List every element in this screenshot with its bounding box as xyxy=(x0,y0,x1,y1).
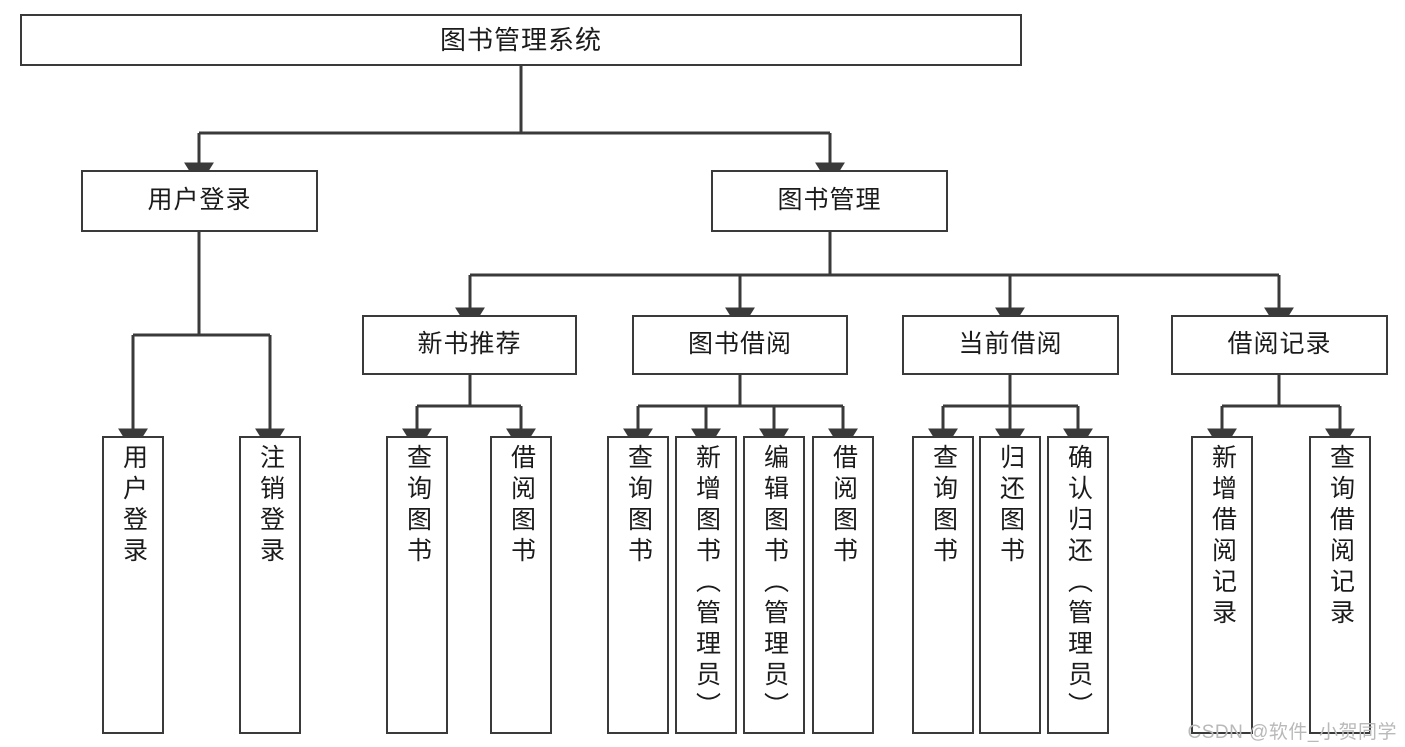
node-borrow-record-label: 借阅记录 xyxy=(1227,330,1332,359)
leaf-return-book-label: 归还图书 xyxy=(996,444,1025,568)
leaf-return-book[interactable]: 归还图书 xyxy=(979,436,1041,734)
leaf-query-book-3-label: 查询图书 xyxy=(929,444,958,568)
node-root[interactable]: 图书管理系统 xyxy=(20,14,1022,66)
watermark-text: CSDN @软件_小贺同学 xyxy=(1187,722,1397,743)
leaf-user-logout-label: 注销登录 xyxy=(256,444,285,568)
node-root-label: 图书管理系统 xyxy=(439,24,602,55)
leaf-query-book-1-label: 查询图书 xyxy=(403,444,432,568)
node-current-borrow-label: 当前借阅 xyxy=(958,330,1063,359)
node-borrow-record[interactable]: 借阅记录 xyxy=(1171,315,1388,375)
leaf-add-record-label: 新增借阅记录 xyxy=(1208,444,1237,630)
leaf-borrow-book-2[interactable]: 借阅图书 xyxy=(812,436,874,734)
leaf-edit-book-label: 编辑图书（管理员） xyxy=(760,444,789,723)
node-book-borrow[interactable]: 图书借阅 xyxy=(632,315,848,375)
leaf-edit-book[interactable]: 编辑图书（管理员） xyxy=(743,436,805,734)
leaf-query-book-2[interactable]: 查询图书 xyxy=(607,436,669,734)
leaf-borrow-book-1-label: 借阅图书 xyxy=(507,444,536,568)
node-user-login[interactable]: 用户登录 xyxy=(81,170,318,232)
leaf-borrow-book-2-label: 借阅图书 xyxy=(829,444,858,568)
node-current-borrow[interactable]: 当前借阅 xyxy=(902,315,1119,375)
leaf-borrow-book-1[interactable]: 借阅图书 xyxy=(490,436,552,734)
node-new-book-recommend-label: 新书推荐 xyxy=(417,330,522,359)
leaf-query-record[interactable]: 查询借阅记录 xyxy=(1309,436,1371,734)
leaf-user-logout[interactable]: 注销登录 xyxy=(239,436,301,734)
leaf-query-book-3[interactable]: 查询图书 xyxy=(912,436,974,734)
node-book-manage-label: 图书管理 xyxy=(777,186,882,215)
node-new-book-recommend[interactable]: 新书推荐 xyxy=(362,315,577,375)
leaf-confirm-return[interactable]: 确认归还（管理员） xyxy=(1047,436,1109,734)
leaf-confirm-return-label: 确认归还（管理员） xyxy=(1064,444,1093,723)
node-book-borrow-label: 图书借阅 xyxy=(687,330,792,359)
node-book-manage[interactable]: 图书管理 xyxy=(711,170,948,232)
leaf-user-login-label: 用户登录 xyxy=(119,444,148,568)
leaf-add-book-label: 新增图书（管理员） xyxy=(692,444,721,723)
node-user-login-label: 用户登录 xyxy=(147,186,252,215)
leaf-query-book-1[interactable]: 查询图书 xyxy=(386,436,448,734)
leaf-user-login[interactable]: 用户登录 xyxy=(102,436,164,734)
leaf-query-book-2-label: 查询图书 xyxy=(624,444,653,568)
leaf-add-book[interactable]: 新增图书（管理员） xyxy=(675,436,737,734)
leaf-query-record-label: 查询借阅记录 xyxy=(1326,444,1355,630)
leaf-add-record[interactable]: 新增借阅记录 xyxy=(1191,436,1253,734)
